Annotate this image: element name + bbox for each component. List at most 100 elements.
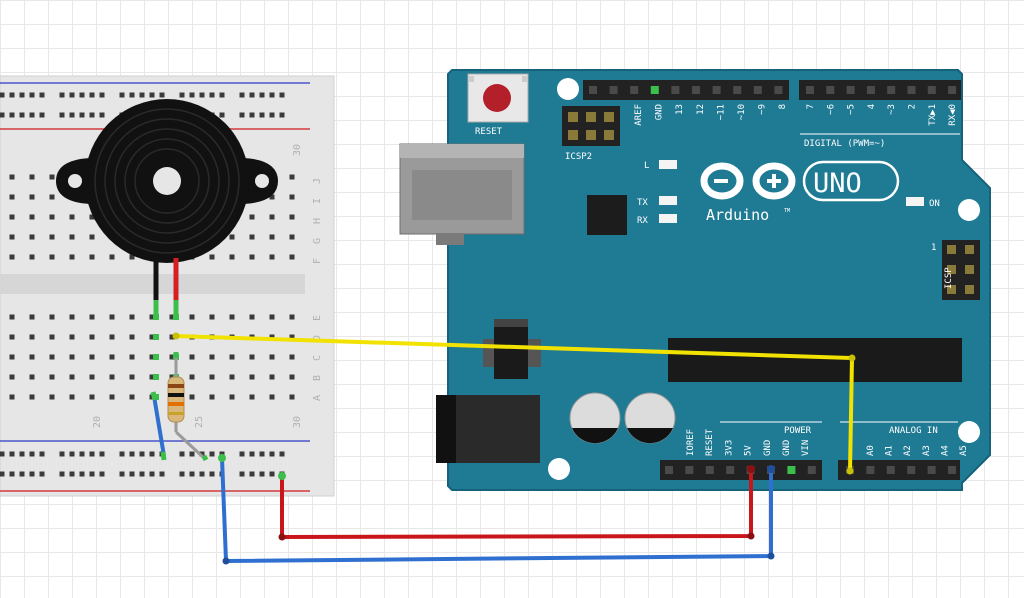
breadboard-hole <box>149 374 155 380</box>
breadboard-hole <box>69 374 75 380</box>
breadboard-hole <box>209 374 215 380</box>
rail-hole <box>139 471 145 477</box>
header-socket <box>712 86 721 94</box>
digital-pin-label: 13 <box>675 104 685 115</box>
power-pin-label: RESET <box>705 428 715 456</box>
breadboard-hole <box>189 354 195 360</box>
breadboard-hole <box>289 314 295 320</box>
capacitor <box>569 392 621 444</box>
rail-hole <box>79 112 85 118</box>
wire-red-5v[interactable] <box>280 469 753 540</box>
row-letters: J I H G F E D C B A <box>312 178 323 401</box>
breadboard-hole <box>9 314 15 320</box>
icsp-header <box>942 240 980 300</box>
arduino-trademark: TM <box>784 208 790 214</box>
breadboard-hole <box>129 314 135 320</box>
header-socket <box>927 466 936 474</box>
header-socket <box>927 86 936 94</box>
rail-hole <box>9 471 15 477</box>
icsp2-label: ICSP2 <box>565 152 592 162</box>
breadboard-hole <box>69 394 75 400</box>
rail-hole <box>9 451 15 457</box>
wire-blue-jumper[interactable] <box>152 395 166 457</box>
breadboard-hole <box>29 394 35 400</box>
header-socket <box>807 466 816 474</box>
rail-hole <box>189 92 195 98</box>
rail-hole <box>249 92 255 98</box>
rail-hole <box>29 451 35 457</box>
breadboard-hole <box>189 374 195 380</box>
breadboard-hole <box>29 254 35 260</box>
mounting-hole <box>548 458 570 480</box>
rail-hole <box>159 471 165 477</box>
rail-hole <box>249 471 255 477</box>
rail-hole <box>269 471 275 477</box>
rail-hole <box>59 112 65 118</box>
rail-hole <box>99 112 105 118</box>
digital-pin-label: 7 <box>806 104 816 109</box>
analog-pin-label: A4 <box>940 445 950 456</box>
digital-pin-label: ~5 <box>847 104 857 115</box>
led-tx-label: TX <box>637 198 648 208</box>
wire-blue-gnd[interactable] <box>220 457 773 564</box>
breadboard-hole <box>249 234 255 240</box>
connected-hole <box>153 314 159 320</box>
rail-hole <box>179 471 185 477</box>
digital-pin-label: ~11 <box>716 104 726 120</box>
uno-model-text: UNO <box>813 168 862 199</box>
led-l <box>659 160 677 169</box>
breadboard-hole <box>249 394 255 400</box>
breadboard-hole <box>69 334 75 340</box>
usb-connector <box>399 143 525 245</box>
header-socket <box>806 86 814 94</box>
breadboard-hole <box>29 214 35 220</box>
center-channel <box>0 274 305 294</box>
digital-pin-label: RX◀0 <box>948 104 958 126</box>
rail-hole <box>9 92 15 98</box>
breadboard-hole <box>269 374 275 380</box>
rail-hole <box>219 112 225 118</box>
digital-pin-label: ~6 <box>826 104 836 115</box>
breadboard-hole <box>249 314 255 320</box>
mounting-hole <box>557 78 579 100</box>
breadboard-hole <box>229 374 235 380</box>
breadboard-hole <box>49 234 55 240</box>
power-pin-label: GND <box>782 440 792 456</box>
breadboard-hole <box>269 234 275 240</box>
row-letter-f: F <box>312 258 323 264</box>
rail-hole <box>99 471 105 477</box>
breadboard-hole <box>269 214 275 220</box>
digital-pin-label: ~3 <box>887 104 897 115</box>
rail-hole <box>269 92 275 98</box>
breadboard-hole <box>229 354 235 360</box>
breadboard-hole <box>269 314 275 320</box>
rail-hole <box>139 451 145 457</box>
breadboard-hole <box>49 254 55 260</box>
breadboard-hole <box>209 254 215 260</box>
rail-hole <box>199 471 205 477</box>
breadboard-hole <box>289 174 295 180</box>
breadboard-hole <box>29 174 35 180</box>
rail-hole <box>39 112 45 118</box>
breadboard-hole <box>9 234 15 240</box>
rail-hole <box>29 112 35 118</box>
icsp-label: ICSP <box>944 267 954 289</box>
row-letter-h: H <box>312 218 323 224</box>
breadboard-hole <box>189 394 195 400</box>
breadboard-hole <box>29 194 35 200</box>
header-socket <box>665 466 673 474</box>
breadboard-hole <box>29 354 35 360</box>
breadboard-hole <box>89 354 95 360</box>
reset-button[interactable] <box>467 73 529 123</box>
rail-hole <box>119 451 125 457</box>
breadboard-hole <box>9 254 15 260</box>
rail-hole <box>19 92 25 98</box>
breadboard-hole <box>109 254 115 260</box>
breadboard-hole <box>29 314 35 320</box>
column-label-30-bottom: 30 <box>292 416 303 428</box>
rail-hole <box>29 92 35 98</box>
usb-chip <box>587 195 627 235</box>
breadboard-hole <box>109 334 115 340</box>
